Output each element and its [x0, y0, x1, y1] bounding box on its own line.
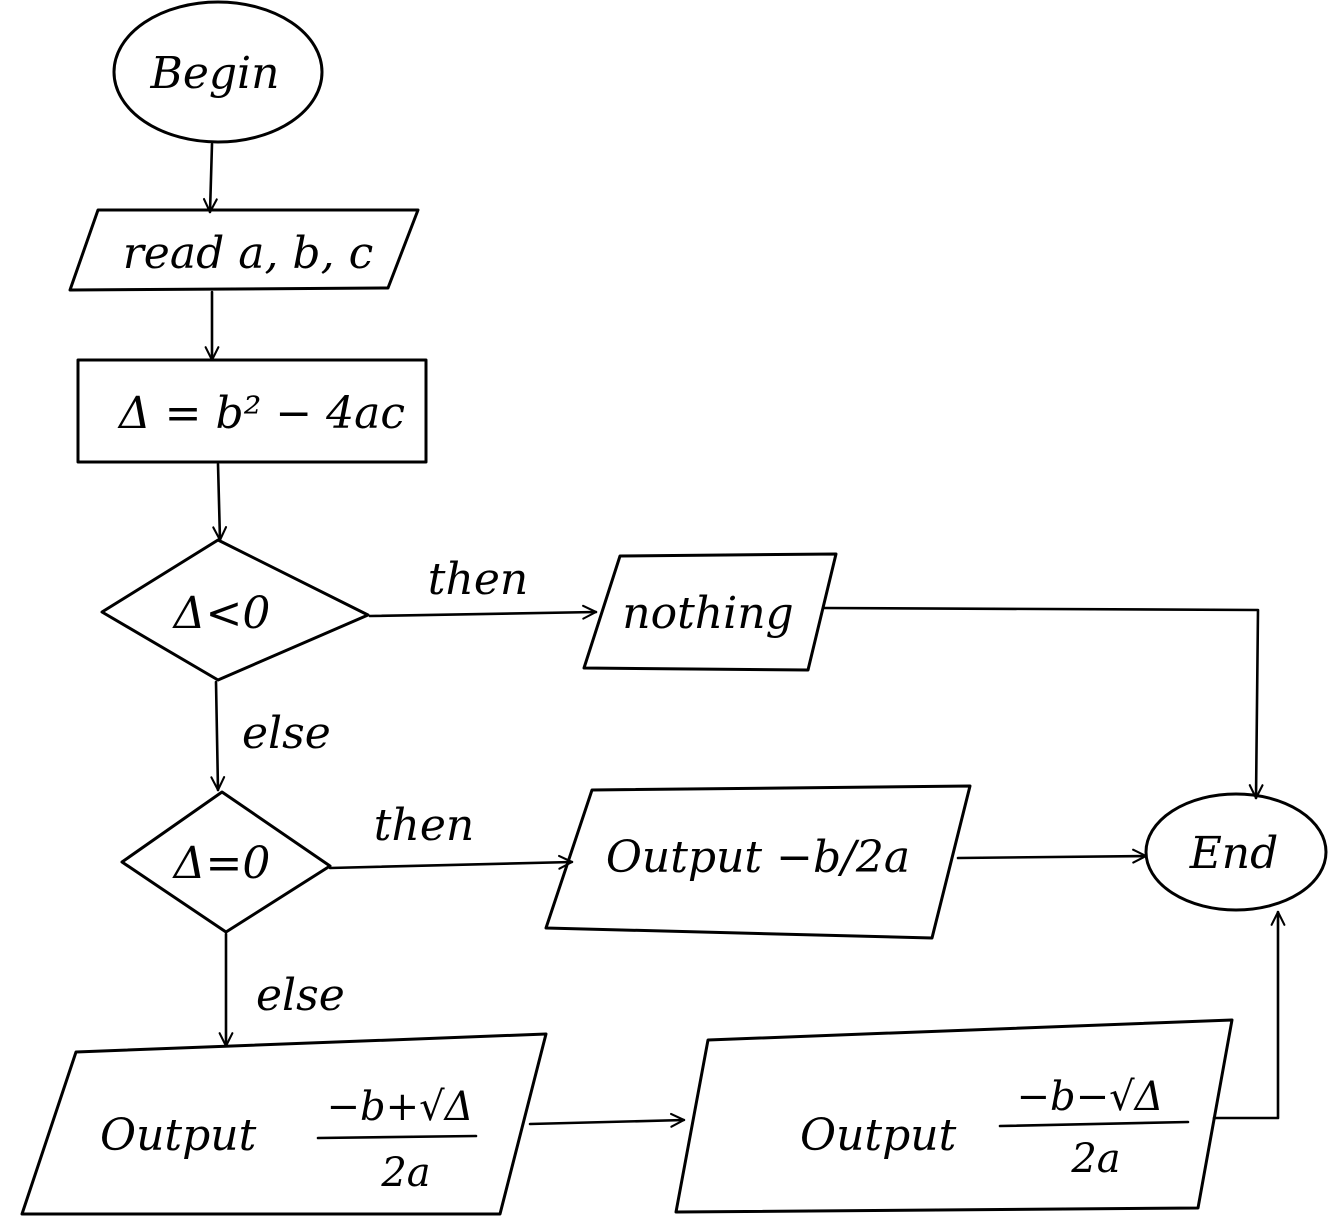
output-minus-denominator: 2a [1070, 1136, 1120, 1182]
output-minus-word: Output [800, 1110, 957, 1161]
edge-output-plus-to-output-minus [528, 1112, 686, 1128]
edge-delta-to-decision1 [212, 462, 228, 542]
output-plus-fraction-bar [316, 1134, 478, 1140]
edge-output-single-to-end [956, 848, 1148, 864]
output-plus-numerator: −b+√Δ [326, 1084, 473, 1130]
edge-begin-to-read [202, 142, 218, 214]
edge-output-minus-to-end [1212, 910, 1286, 1120]
decision-delta-zero-label: Δ=0 [172, 838, 271, 889]
compute-delta-node: Δ = b² − 4ac [76, 358, 428, 464]
edge-else-to-decision2 [210, 680, 226, 792]
output-single-root-label: Output −b/2a [606, 832, 910, 883]
end-node: End [1144, 792, 1328, 912]
compute-delta-label: Δ = b² − 4ac [117, 388, 405, 439]
output-plus-word: Output [100, 1110, 257, 1161]
edge-then-to-output-single [328, 854, 574, 870]
nothing-node: nothing [582, 552, 838, 672]
begin-node: Begin [112, 0, 324, 144]
end-label: End [1189, 828, 1279, 879]
edge-label-then-1: then [428, 554, 528, 605]
output-minus-numerator: −b−√Δ [1016, 1074, 1163, 1120]
nothing-label: nothing [622, 588, 793, 639]
edge-label-else-1: else [242, 708, 331, 759]
output-single-root-node: Output −b/2a [544, 784, 972, 940]
begin-label: Begin [150, 48, 280, 99]
edge-label-else-2: else [256, 970, 345, 1021]
output-minus-root-node: Output −b−√Δ 2a [674, 1018, 1234, 1214]
decision-delta-zero: Δ=0 [120, 790, 332, 934]
edge-label-then-2: then [374, 800, 474, 851]
edge-then-to-nothing [368, 604, 598, 620]
output-plus-root-node: Output −b+√Δ 2a [20, 1032, 548, 1216]
output-plus-denominator: 2a [380, 1150, 430, 1196]
read-input-node: read a, b, c [68, 208, 420, 292]
decision-delta-negative: Δ<0 [100, 538, 370, 682]
output-minus-fraction-bar [998, 1120, 1190, 1128]
decision-delta-negative-label: Δ<0 [172, 588, 271, 639]
read-input-label: read a, b, c [123, 228, 373, 279]
edge-nothing-to-end [822, 606, 1264, 800]
